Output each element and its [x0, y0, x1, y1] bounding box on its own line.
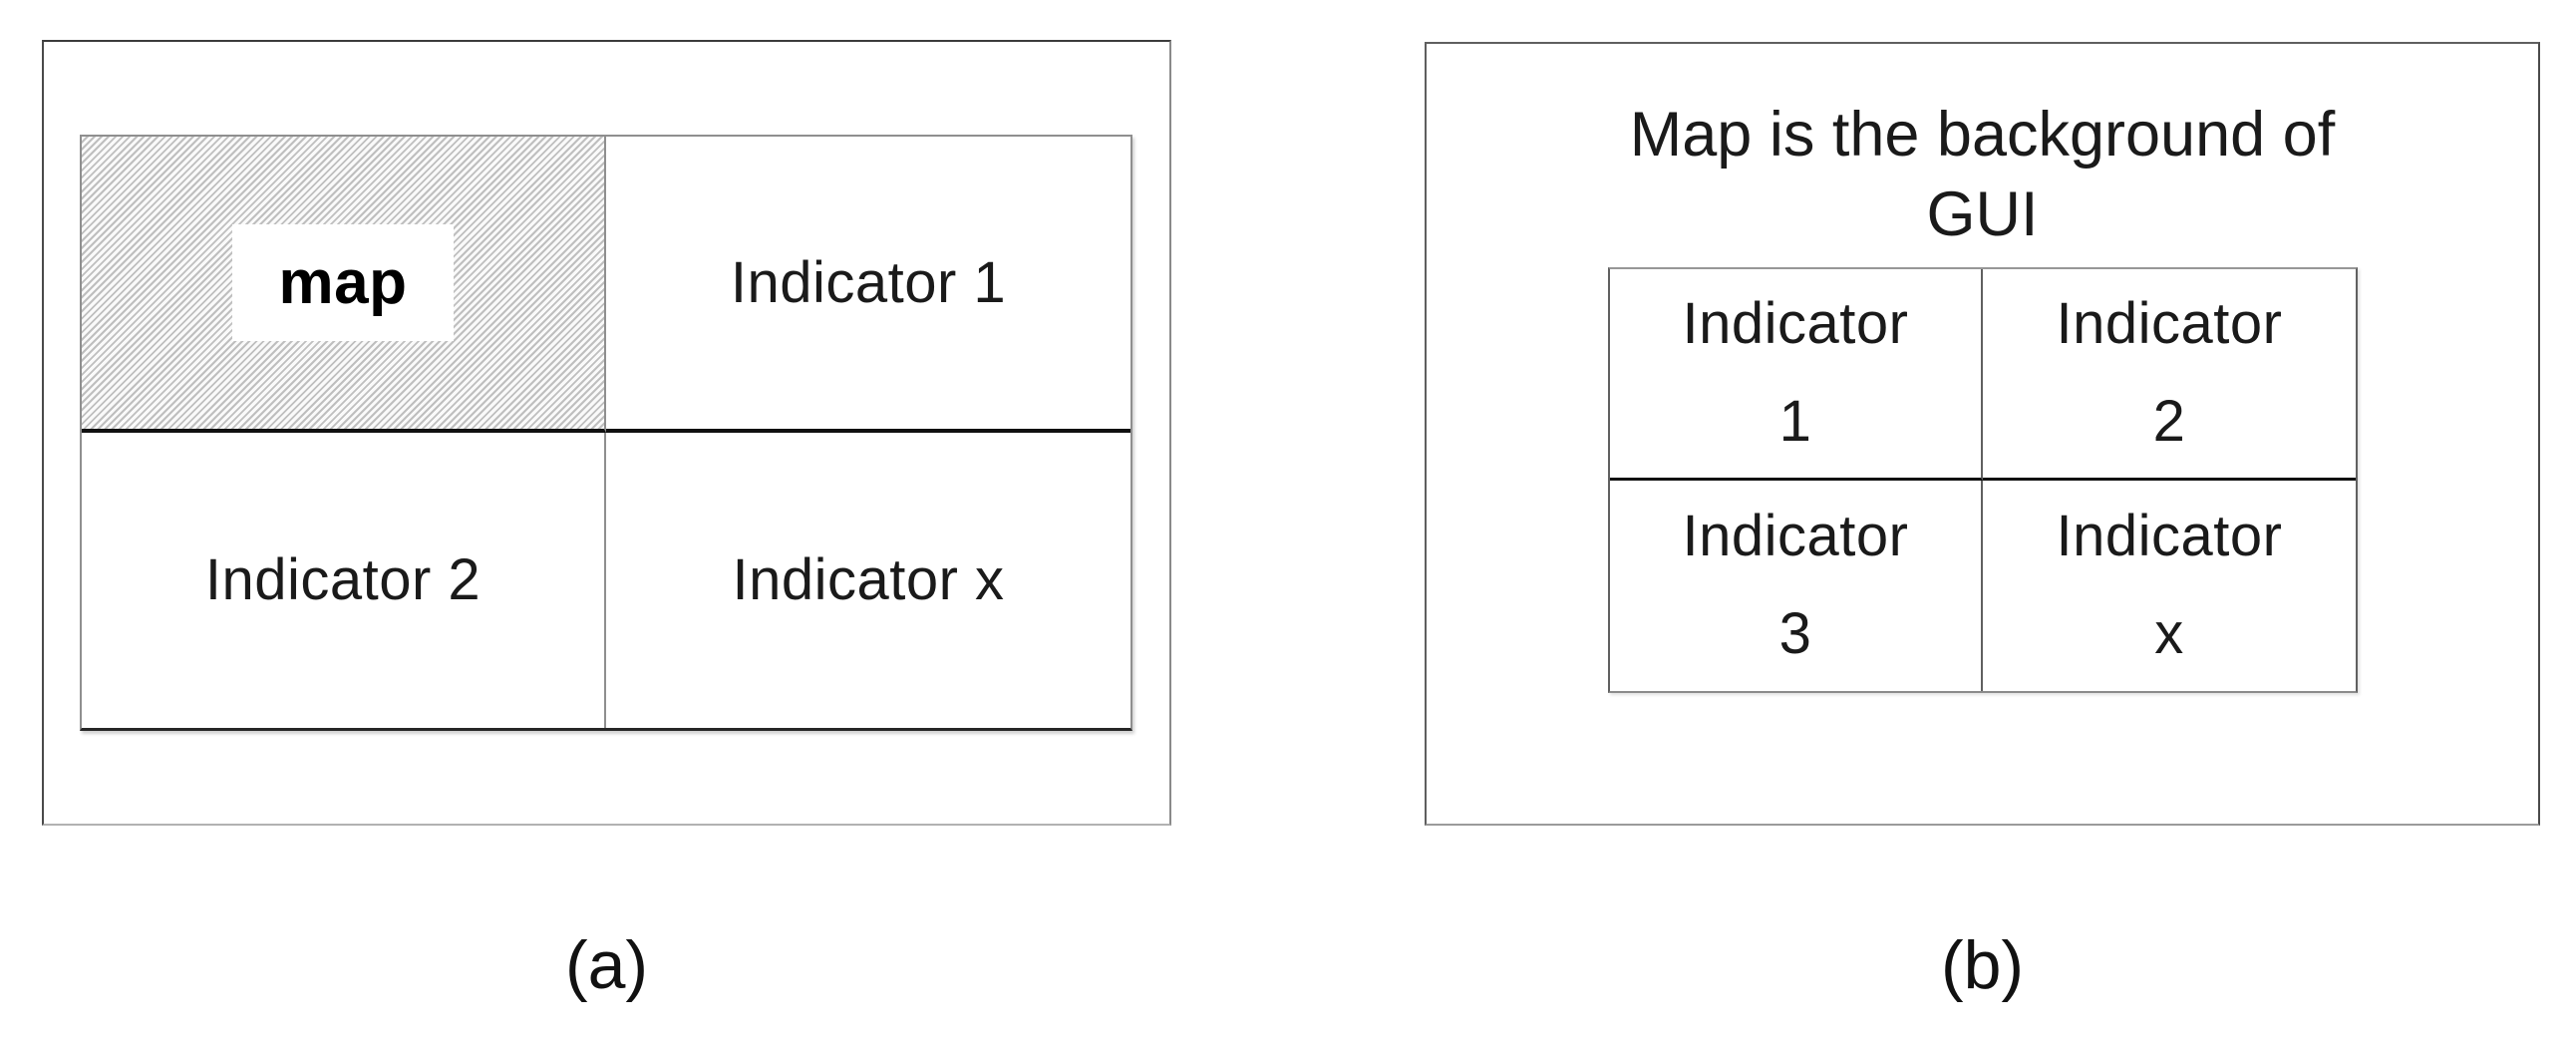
panel-b-title-line1: Map is the background of	[1629, 100, 2336, 170]
cell-indicator-1: Indicator 1	[606, 137, 1130, 433]
panel-b-table: Indicator 1 Indicator 2 Indicator 3 Indi…	[1608, 267, 2358, 693]
cell-b-indicator-2: Indicator 2	[1983, 269, 2356, 481]
map-cell-hatched: map	[82, 137, 606, 433]
panel-b-title-line2: GUI	[1926, 179, 2039, 249]
indicator-x-label: Indicator x	[732, 547, 1005, 613]
caption-b-label: (b)	[1940, 927, 2025, 1003]
cell-b-indicator-1: Indicator 1	[1610, 269, 1983, 481]
caption-b: (b)	[1425, 915, 2540, 1015]
cell-b-indicator-x-line2: x	[2154, 601, 2184, 667]
panel-a-grid: map Indicator 1 Indicator 2 Indicator x	[80, 135, 1132, 731]
indicator-1-label: Indicator 1	[730, 249, 1007, 315]
caption-a: (a)	[42, 915, 1171, 1015]
cell-b-indicator-x-line1: Indicator	[2056, 504, 2283, 569]
cell-b-indicator-3-line2: 3	[1778, 601, 1812, 667]
cell-b-indicator-3-line1: Indicator	[1682, 504, 1909, 569]
caption-a-label: (a)	[564, 927, 649, 1003]
cell-indicator-2: Indicator 2	[82, 432, 606, 728]
cell-b-indicator-1-line2: 1	[1778, 389, 1812, 455]
cell-b-indicator-2-line2: 2	[2152, 389, 2186, 455]
map-label-box: map	[232, 223, 454, 341]
cell-b-indicator-1-line1: Indicator	[1682, 291, 1909, 357]
cell-indicator-x: Indicator x	[606, 433, 1130, 729]
cell-b-indicator-2-line1: Indicator	[2056, 291, 2283, 357]
indicator-2-label: Indicator 2	[204, 547, 482, 613]
cell-b-indicator-x: Indicator x	[1983, 481, 2356, 692]
cell-b-indicator-3: Indicator 3	[1610, 480, 1983, 691]
panel-b-title: Map is the background of GUI	[1425, 95, 2540, 254]
map-label: map	[278, 247, 408, 317]
